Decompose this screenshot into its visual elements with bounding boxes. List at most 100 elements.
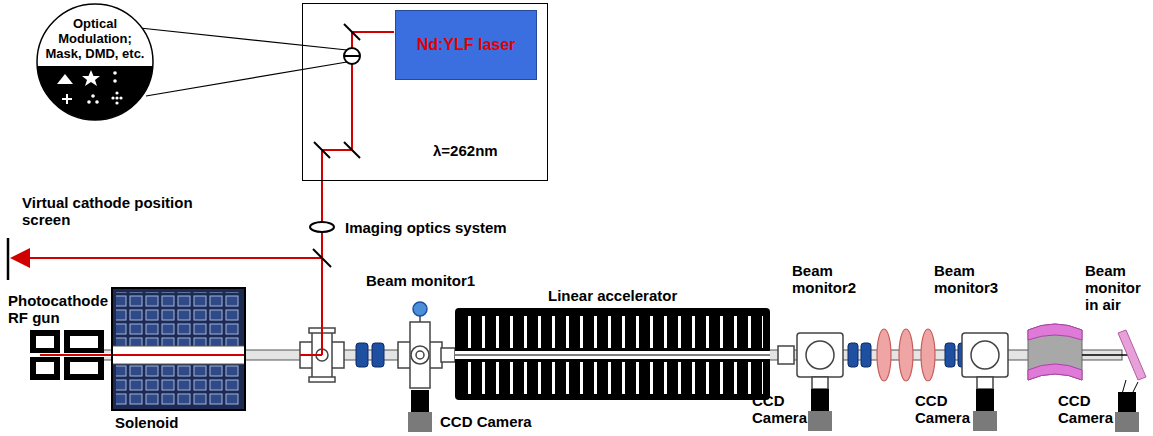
- illustration-part: [808, 411, 832, 431]
- part-label: Solenoid: [115, 414, 178, 431]
- illustration-part: [313, 249, 331, 267]
- illustration-part: [40, 354, 112, 356]
- illustration-part: [971, 341, 999, 369]
- illustration-part: [411, 346, 429, 364]
- part-label: Imaging optics system: [345, 219, 507, 236]
- mask-pattern-part: [62, 94, 72, 104]
- illustration-part: [398, 342, 442, 368]
- camera-label: CCD Camera: [752, 392, 807, 426]
- camera-label: CCD Camera: [915, 392, 970, 426]
- illustration-part: [797, 333, 843, 377]
- illustration-part: [116, 292, 241, 346]
- illustration-part: [812, 377, 828, 389]
- wavelength-label: λ=262nm: [433, 142, 498, 159]
- mask-pattern-part: [115, 101, 118, 104]
- illustration-part: [1028, 324, 1082, 340]
- illustration-part: [356, 343, 368, 367]
- illustration-part: [344, 24, 360, 40]
- illustration-part: [455, 351, 770, 359]
- illustration-part: [112, 288, 245, 410]
- screen-in-air: [1082, 330, 1146, 394]
- mask-pattern-part: [87, 100, 91, 104]
- illustration-part: [1082, 354, 1128, 356]
- mask-pattern-part: [115, 91, 118, 94]
- rf-gun: [20, 330, 112, 380]
- illustration-part: [416, 351, 424, 359]
- injection-cross: [300, 325, 344, 382]
- illustration-part: [408, 412, 432, 432]
- illustration-part: [411, 390, 429, 412]
- illustration-part: [977, 377, 993, 389]
- illustration-part: [372, 343, 384, 367]
- mask-pattern-part: [57, 74, 73, 84]
- mask-pattern-part: [35, 66, 155, 122]
- quadrupole: [877, 329, 935, 381]
- illustration-part: [811, 389, 829, 411]
- illustration-part: [973, 411, 997, 431]
- illustration-part: [410, 322, 430, 388]
- callout-leader: [140, 28, 347, 96]
- illustration-part: [112, 346, 245, 364]
- mask-pattern-part: [113, 71, 117, 75]
- laser-enclosure: λ=262nm Nd:YLF laser: [302, 3, 548, 181]
- illustration-part: [441, 348, 455, 362]
- illustration-part: [1122, 380, 1126, 394]
- illustration-part: [309, 377, 335, 382]
- mask-pattern-part: [82, 70, 100, 86]
- illustration-part: [344, 142, 360, 158]
- part-label: Beam monitor3: [934, 262, 1014, 296]
- illustration-part: [140, 28, 347, 50]
- laser-name: Nd:YLF laser: [417, 36, 516, 54]
- dipole-magnet: [1028, 324, 1082, 380]
- part-label: Linear accelerator: [548, 287, 677, 304]
- illustration-part: [344, 55, 360, 57]
- illustration-part: [300, 354, 322, 356]
- illustration-part: [36, 336, 54, 348]
- mask-pattern-part: [115, 96, 118, 99]
- illustration-part: [806, 341, 834, 369]
- callout-text: Optical Modulation; Mask, DMD, etc.: [41, 16, 149, 61]
- illustration-part: [310, 222, 334, 232]
- illustration-part: [146, 62, 347, 96]
- ccd-camera: [408, 390, 432, 432]
- illustration-part: [1118, 392, 1136, 412]
- mask-pattern-part: [91, 94, 95, 98]
- mask-pattern-part: [119, 96, 122, 99]
- camera-label: CCD Camera: [1058, 392, 1113, 426]
- illustration-part: [455, 308, 770, 400]
- illustration-part: [116, 364, 241, 406]
- illustration-part: [70, 336, 98, 348]
- illustration-part: [1028, 364, 1082, 380]
- part-label: Virtual cathode position screen: [22, 194, 197, 228]
- mask-pattern-part: [95, 100, 99, 104]
- ccd-camera: [973, 389, 997, 431]
- illustration-part: [36, 362, 54, 374]
- illustration-part: [778, 346, 794, 364]
- illustration-part: [112, 288, 245, 410]
- part-label: Photocathode RF gun: [8, 292, 118, 326]
- illustration-part: [14, 257, 322, 259]
- camera-label: CCD Camera: [440, 413, 532, 430]
- illustration-part: [1115, 412, 1139, 432]
- beam-monitor: [778, 333, 843, 389]
- illustration-part: [413, 302, 427, 316]
- mask-pattern-part: [35, 66, 155, 122]
- ccd-camera: [808, 389, 832, 431]
- part-label: Beam monitor in air: [1085, 262, 1149, 313]
- ccd-camera: [1115, 392, 1139, 432]
- illustration-part: [861, 343, 871, 367]
- illustration-part: [321, 325, 323, 355]
- illustration-part: [921, 329, 935, 381]
- solenoid: [112, 288, 245, 410]
- mask-pattern-part: [37, 4, 153, 120]
- part-label: Beam monitor1: [366, 272, 475, 289]
- illustration-part: [455, 355, 770, 356]
- illustration-part: [344, 48, 360, 64]
- illustration-part: [848, 343, 858, 367]
- illustration-part: [462, 362, 763, 394]
- illustration-part: [1028, 324, 1082, 380]
- part-label: Beam monitor2: [792, 262, 872, 296]
- mask-pattern-part: [113, 79, 117, 83]
